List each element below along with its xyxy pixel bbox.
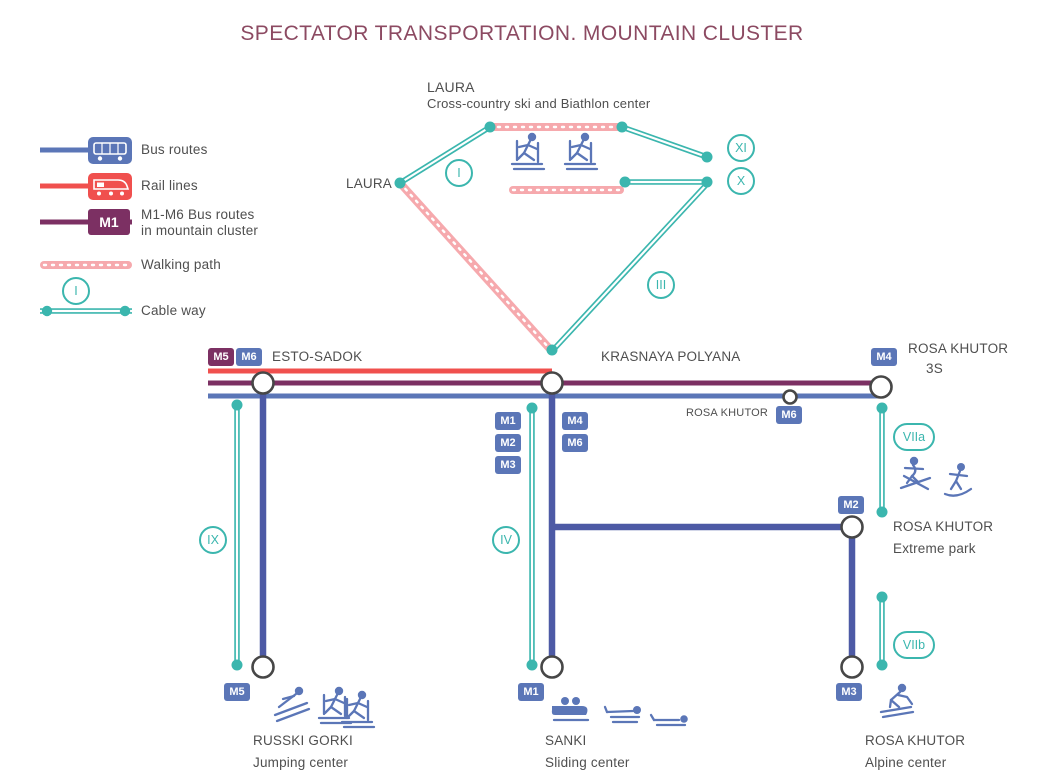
luge-icon: [603, 705, 641, 724]
station-node-extreme-park: [840, 515, 864, 539]
freestyle-skier-icon: [899, 456, 932, 491]
cableway-iv-marker: IV: [492, 526, 520, 554]
cross-country-skier-icon: [510, 131, 546, 171]
cableway-i-marker: I: [445, 159, 473, 187]
walking-path-laura-krasnaya: [396, 179, 553, 352]
extreme-park-label-line2: Extreme park: [893, 541, 976, 556]
badge-m6-esto: M6: [236, 348, 262, 366]
legend-bus-label: Bus routes: [141, 142, 208, 157]
laura-center-title: LAURA: [427, 79, 475, 95]
legend-walk-label: Walking path: [141, 257, 221, 272]
badge-m3-krasnaya: M3: [495, 456, 521, 474]
skeleton-icon: [649, 713, 688, 727]
legend-m-label-line1: M1-M6 Bus routes: [141, 207, 255, 222]
krasnaya-polyana-label: KRASNAYA POLYANA: [601, 349, 741, 364]
biathlon-skier-icon: [563, 131, 599, 171]
snowboarder-icon: [943, 463, 973, 497]
cableway-x-marker: X: [727, 167, 755, 195]
cableway-xi-marker: XI: [727, 134, 755, 162]
alpine-label-line1: ROSA KHUTOR: [865, 733, 966, 748]
cableway-xi-line: [621, 124, 708, 160]
station-node-russki-gorki: [251, 655, 275, 679]
cableway-i-line: [398, 124, 492, 186]
legend-cable-line: [40, 305, 132, 317]
badge-m5-esto: M5: [208, 348, 234, 366]
cross-country-skier-icon: [340, 689, 376, 729]
cableway-viib-marker: VIIb: [893, 631, 935, 659]
badge-m2-extreme: M2: [838, 496, 864, 514]
badge-m5-russki: M5: [224, 683, 250, 701]
page-title: SPECTATOR TRANSPORTATION. MOUNTAIN CLUST…: [240, 22, 804, 45]
rosa-khutor-stop-label: ROSA KHUTOR: [686, 407, 769, 419]
legend-rail-label: Rail lines: [141, 178, 198, 193]
rosa-khutor-3s-label-line2: 3S: [926, 361, 943, 376]
bus-icon: [88, 137, 132, 164]
station-node-sanki: [540, 655, 564, 679]
cable-endpoint-dots: [231, 121, 888, 671]
badge-m4-3s: M4: [871, 348, 897, 366]
badge-m6-rosa-khutor: M6: [776, 406, 802, 424]
extreme-park-label-line1: ROSA KHUTOR: [893, 519, 994, 534]
legend-cableway-marker: I: [62, 277, 90, 305]
badge-m2-krasnaya: M2: [495, 434, 521, 452]
sanki-label-line2: Sliding center: [545, 755, 630, 770]
laura-center-subtitle: Cross-country ski and Biathlon center: [427, 96, 651, 111]
badge-m1-krasnaya: M1: [495, 412, 521, 430]
cableway-viia-marker: VIIa: [893, 423, 935, 451]
legend-m-label-line2: in mountain cluster: [141, 223, 259, 238]
station-node-rosa-khutor: [782, 389, 798, 405]
sanki-label-line1: SANKI: [545, 733, 587, 748]
alpine-skier-icon: [879, 683, 915, 719]
ski-jumper-icon: [273, 686, 311, 723]
station-node-rosa-khutor-3s: [869, 375, 893, 399]
badge-m3-alpine: M3: [836, 683, 862, 701]
badge-m4-krasnaya: M4: [562, 412, 588, 430]
station-node-esto-sadok: [251, 371, 275, 395]
russki-gorki-label-line1: RUSSKI GORKI: [253, 733, 353, 748]
badge-m1-sanki: M1: [518, 683, 544, 701]
russki-gorki-label-line2: Jumping center: [253, 755, 349, 770]
laura-stop-label: LAURA: [345, 176, 392, 191]
station-node-alpine: [840, 655, 864, 679]
legend-m1-badge: M1: [88, 209, 130, 235]
alpine-label-line2: Alpine center: [865, 755, 947, 770]
rosa-khutor-3s-label-line1: ROSA KHUTOR: [908, 341, 1009, 356]
badge-m6-krasnaya: M6: [562, 434, 588, 452]
cableway-ix-marker: IX: [199, 526, 227, 554]
cableway-iii-line: [551, 182, 710, 351]
train-icon: [88, 173, 132, 200]
station-node-krasnaya-polyana: [540, 371, 564, 395]
legend-cable-label: Cable way: [141, 303, 206, 318]
bobsled-icon: [551, 697, 590, 722]
cableway-iii-marker: III: [647, 271, 675, 299]
esto-sadok-label: ESTO-SADOK: [272, 349, 363, 364]
